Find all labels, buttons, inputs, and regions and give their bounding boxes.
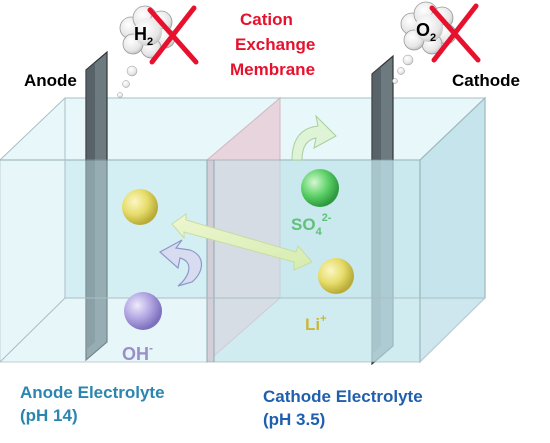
li-label: Li [305,315,320,334]
cathode-electrolyte-ph: (pH 3.5) [263,410,325,429]
svg-text:OH-: OH- [122,341,153,364]
li-ion-cathode-sphere [318,258,354,294]
h2-subscript: 2 [147,36,153,48]
h2-label: H [134,24,147,44]
tank-front [0,159,421,363]
li-transfer-double-arrow [171,213,313,271]
svg-text:SO42-: SO4 2- [291,212,332,238]
membrane-label-line1: Cation [240,10,293,29]
so4-ion-sphere [301,169,339,207]
oh-label: OH [122,344,149,364]
cathode-compartment [214,98,485,362]
o2-label: O [416,20,430,40]
h2-cross-icon [147,5,199,65]
so4-superscript: 2- [322,212,332,224]
li-superscript: + [320,313,326,325]
o2-cross-icon [429,3,481,63]
oh-ion-sphere [124,292,162,330]
membrane-label-line2: Exchange [235,35,315,54]
h2-gas-cloud [117,5,176,98]
svg-text:H2: H2 [134,24,153,48]
anode-label: Anode [24,71,77,90]
anode-electrolyte-ph: (pH 14) [20,406,78,425]
svg-text:Li+: Li+ [305,313,327,334]
membrane-label-line3: Membrane [230,60,315,79]
o2-subscript: 2 [430,32,436,44]
oh-curved-arrow [158,239,203,287]
so4-curved-arrow [291,114,337,161]
li-ion-anode-sphere [122,189,158,225]
svg-text:O2: O2 [416,20,436,44]
anode-electrolyte-label: Anode Electrolyte [20,383,165,402]
anode-electrode [85,50,108,362]
cathode-electrolyte-label: Cathode Electrolyte [263,387,423,406]
cathode-label: Cathode [452,71,520,90]
oh-superscript: - [149,341,153,355]
so4-subscript: 4 [316,226,323,238]
so4-label: SO [291,215,316,234]
